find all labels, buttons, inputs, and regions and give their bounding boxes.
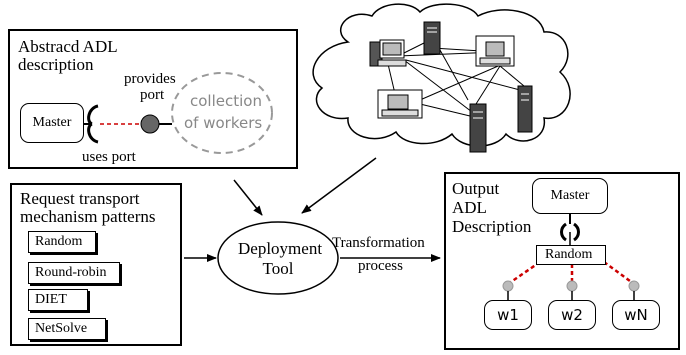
output-adl-title-line3: Description [452, 217, 532, 236]
patterns-title: Request transport [20, 189, 140, 208]
workers-collection-label: collection [190, 92, 262, 110]
abstract-adl-title: Abstracd ADL [18, 37, 118, 56]
abstract-master-node: Master [20, 103, 84, 143]
provides-port-label-line2: port [140, 87, 165, 103]
output-adl-title: Output [452, 179, 500, 198]
deployment-tool-label-line2: Tool [262, 259, 294, 278]
pattern-netsolve: NetSolve [28, 318, 106, 340]
transformation-label-line2: process [358, 258, 403, 274]
output-adl-title-line2: ADL [452, 198, 487, 217]
worker-node-w2: w2 [548, 300, 596, 330]
output-policy-node: Random [536, 245, 606, 265]
pattern-random: Random [28, 231, 96, 253]
master-port-socket-icon [560, 222, 580, 242]
provides-port-label: provides [124, 71, 176, 87]
abstract-adl-subtitle: description [18, 55, 94, 74]
deployment-tool-node [217, 221, 339, 295]
workers-collection-label-line2: of workers [184, 114, 263, 132]
patterns-subtitle: mechanism patterns [20, 207, 156, 226]
workstation-icon [377, 89, 423, 119]
output-adl-panel [444, 172, 680, 350]
workstation-icon [475, 35, 515, 67]
server-tower-icon [517, 85, 533, 133]
workstation-icon [369, 39, 407, 67]
pattern-round-robin: Round-robin [28, 262, 120, 284]
server-tower-icon [423, 21, 441, 55]
worker-node-wn: wN [612, 300, 660, 330]
workers-collection-outline [171, 72, 273, 154]
uses-port-label: uses port [82, 149, 136, 165]
deployment-tool-label: Deployment [238, 239, 323, 258]
output-master-node: Master [532, 178, 608, 214]
worker-node-w1: w1 [484, 300, 532, 330]
transformation-label: Transformation [332, 235, 425, 251]
abstract-adl-panel [8, 29, 298, 169]
pattern-diet: DIET [28, 289, 88, 311]
server-tower-icon [469, 103, 487, 153]
